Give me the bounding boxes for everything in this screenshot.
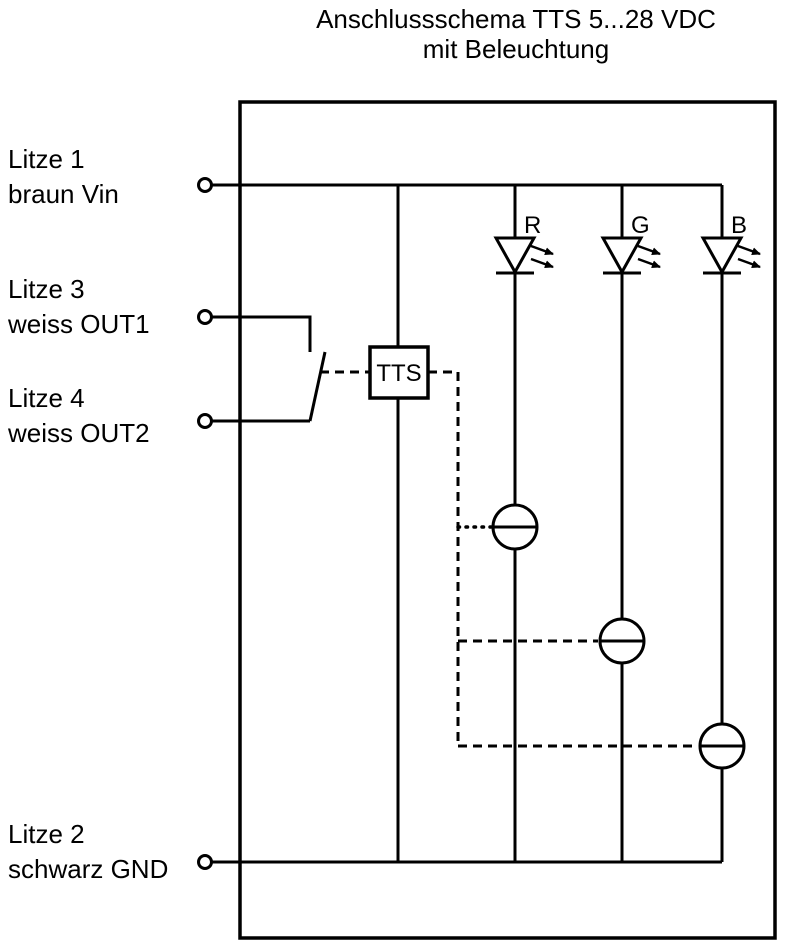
wire-label-litze3-desc: weiss OUT1 (7, 309, 150, 339)
wire-label-litze4-name: Litze 4 (8, 383, 85, 413)
wire-labels: Litze 1 braun Vin Litze 3 weiss OUT1 Lit… (7, 144, 168, 884)
wire-label-litze1-name: Litze 1 (8, 144, 85, 174)
terminal-gnd (197, 854, 213, 870)
led-green-emission-arrow-1 (637, 244, 661, 256)
out1-wire (212, 315, 312, 352)
regulator-green (598, 617, 646, 665)
terminal-out1 (197, 309, 213, 325)
led-green-triangle (600, 236, 644, 276)
led-channel-blue: B (698, 185, 761, 862)
led-green-emission-arrow-2 (637, 257, 661, 269)
led-red-emission-arrow-1 (530, 244, 554, 256)
regulator-blue (698, 722, 746, 770)
led-channel-green: G (598, 185, 661, 862)
tts-label: TTS (376, 360, 421, 387)
wire-label-litze2-name: Litze 2 (8, 819, 85, 849)
led-red-label: R (524, 212, 541, 239)
wire-label-litze3-name: Litze 3 (8, 274, 85, 304)
led-red-emission-arrow-2 (530, 257, 554, 269)
terminal-vin (197, 177, 213, 193)
switch-blade (308, 351, 327, 422)
led-blue-emission-arrow-2 (737, 257, 761, 269)
wire-label-litze1-desc: braun Vin (8, 179, 119, 209)
title-line-2: mit Beleuchtung (423, 34, 609, 64)
led-blue-emission-arrow-1 (737, 244, 761, 256)
led-blue-label: B (731, 212, 747, 239)
title-line-1: Anschlussschema TTS 5...28 VDC (316, 4, 716, 34)
terminal-out2 (197, 413, 213, 429)
diagram-title: Anschlussschema TTS 5...28 VDC mit Beleu… (316, 4, 716, 64)
regulator-red (491, 503, 539, 551)
wire-label-litze2-desc: schwarz GND (8, 854, 168, 884)
led-blue-triangle (700, 236, 744, 276)
wire-label-litze4-desc: weiss OUT2 (7, 418, 150, 448)
tts-block: TTS (368, 345, 430, 400)
led-green-label: G (631, 212, 650, 239)
led-red-triangle (493, 236, 537, 276)
led-channel-red: R (491, 185, 554, 862)
